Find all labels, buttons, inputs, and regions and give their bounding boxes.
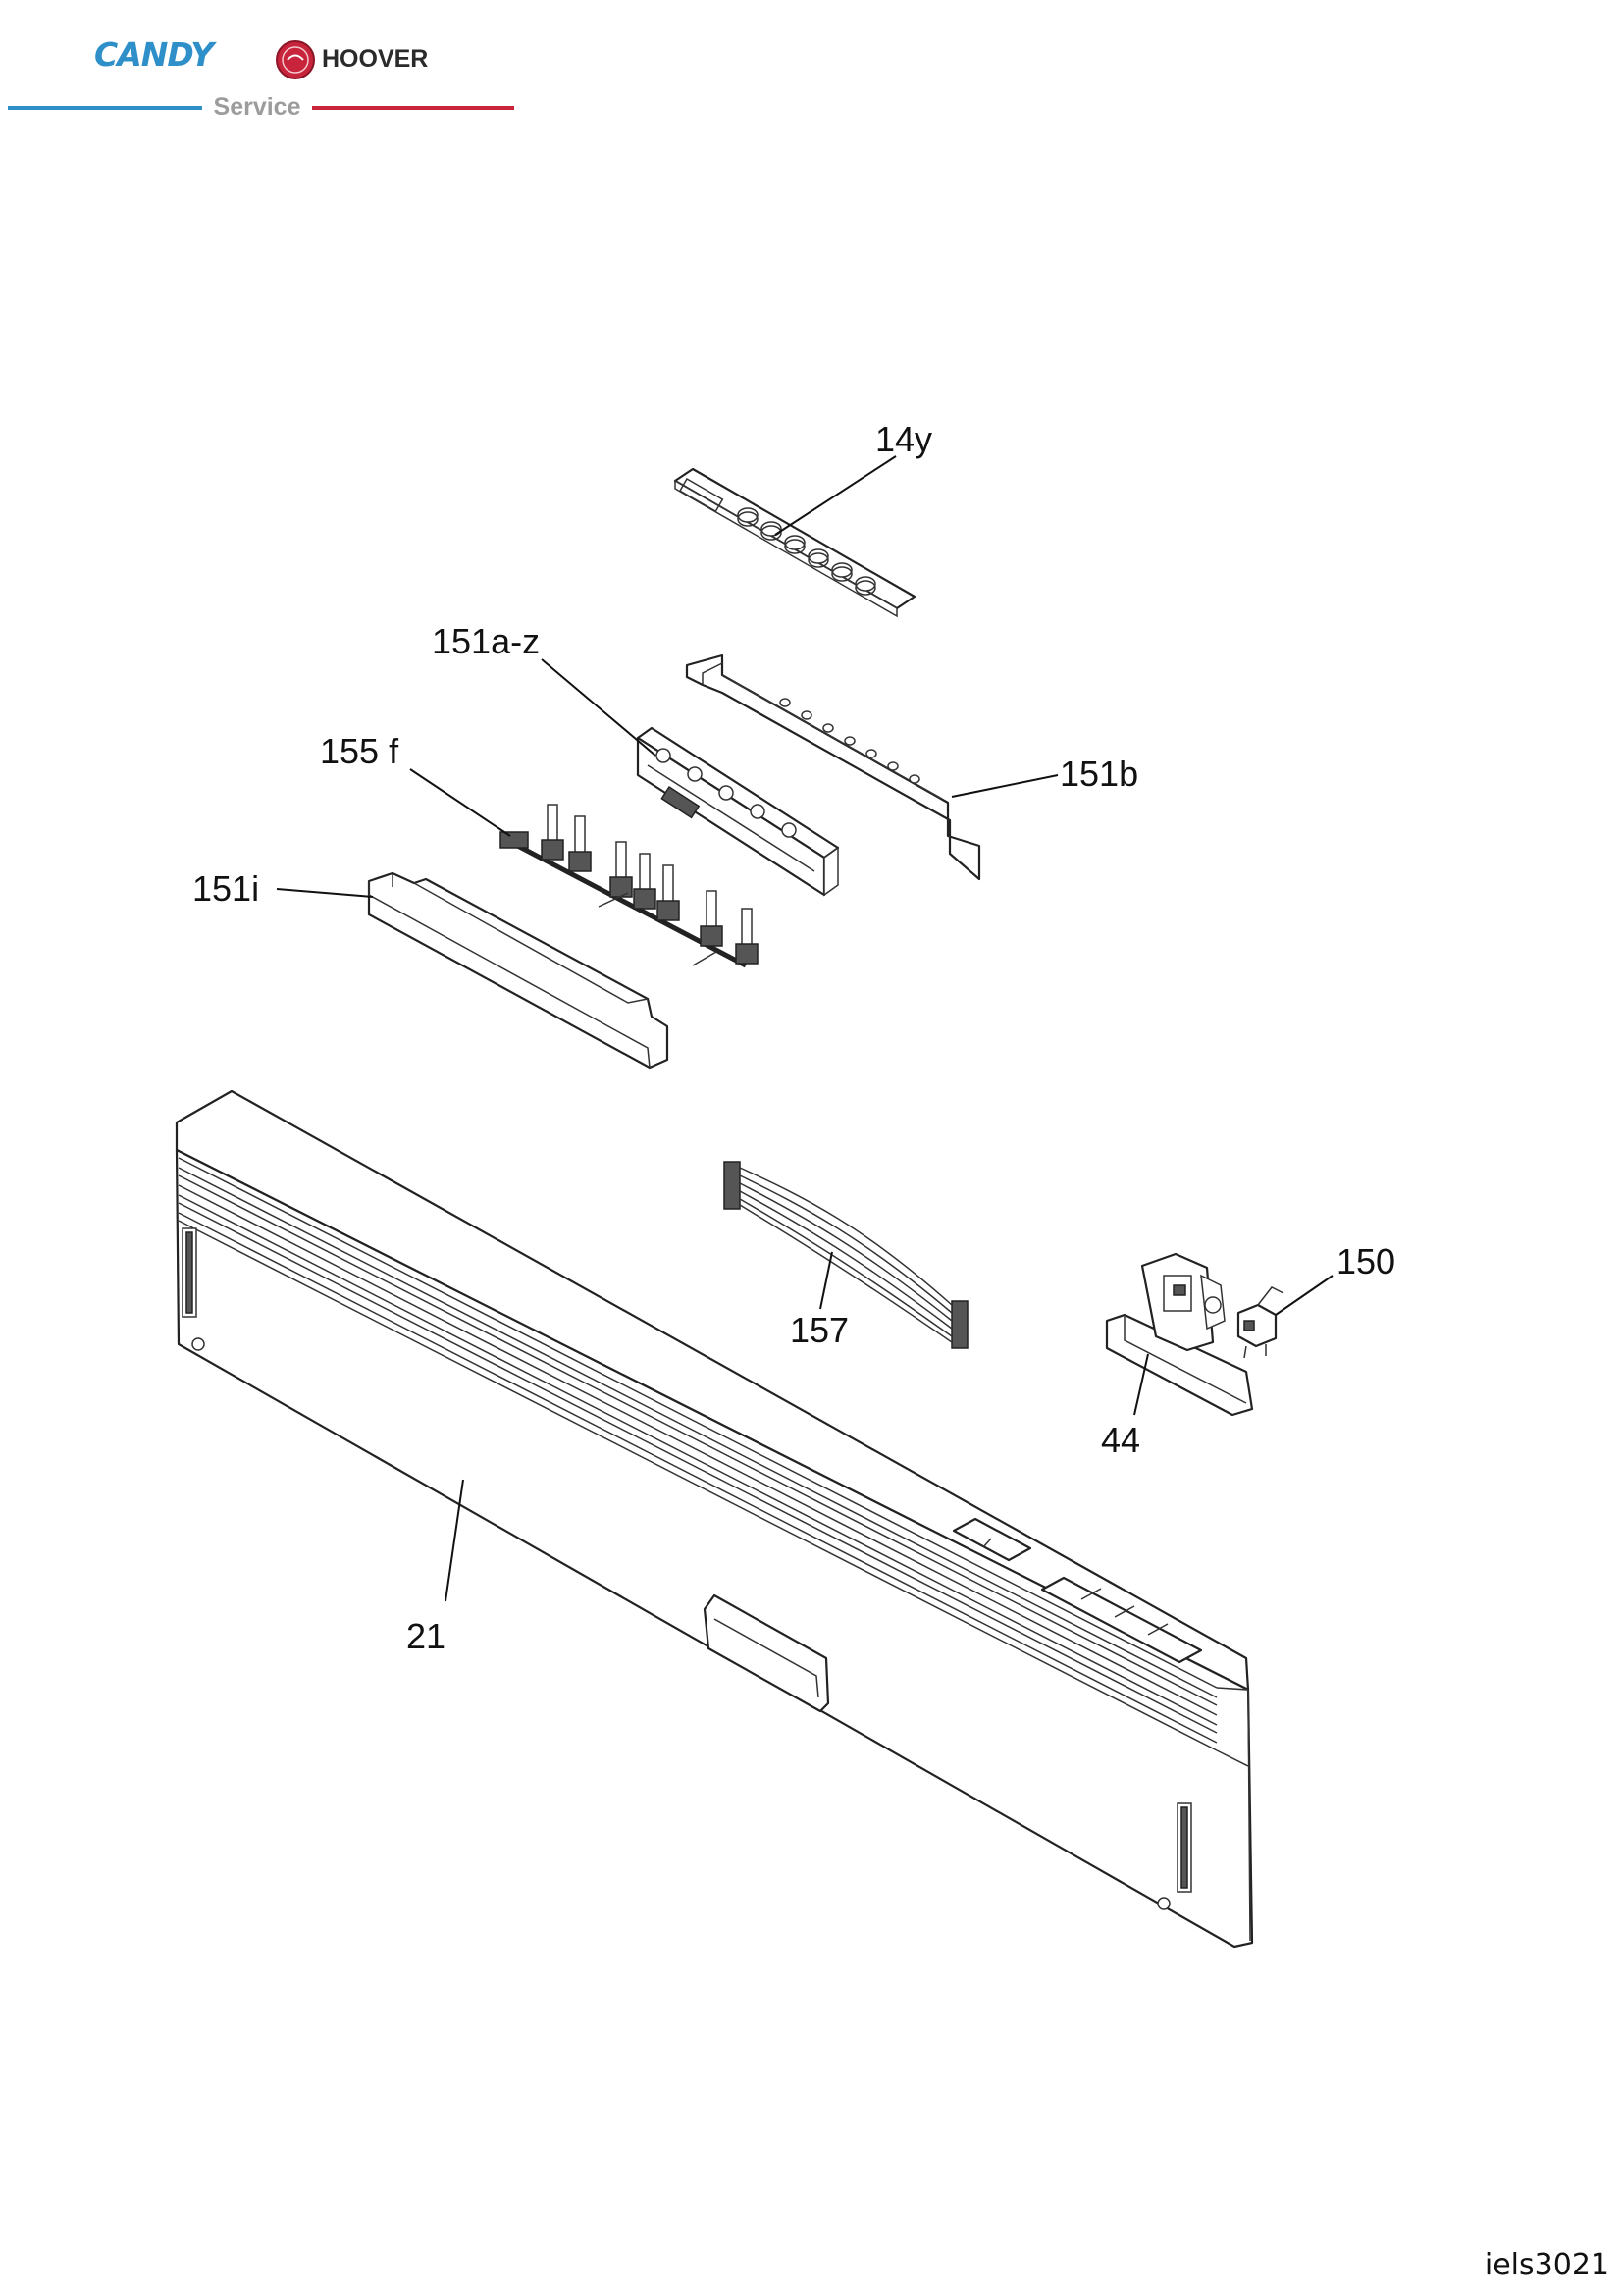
leader-14y xyxy=(774,455,897,536)
part-14y-keypad xyxy=(673,467,916,618)
leader-21 xyxy=(445,1479,464,1602)
leader-44 xyxy=(1133,1353,1149,1416)
document-code: iels3021 xyxy=(1484,2248,1609,2282)
leader-151b xyxy=(951,774,1059,798)
label-44: 44 xyxy=(1101,1420,1140,1460)
label-21: 21 xyxy=(406,1616,445,1656)
leader-150 xyxy=(1275,1275,1334,1316)
leader-151az xyxy=(541,658,656,757)
header-rule-blue xyxy=(8,106,202,110)
label-151i: 151i xyxy=(192,868,259,909)
service-label: Service xyxy=(213,93,301,121)
hoover-logo: HOOVER xyxy=(322,45,429,73)
part-155f-light-pipes xyxy=(499,804,759,968)
label-150: 150 xyxy=(1336,1241,1395,1281)
part-151az-pcb xyxy=(636,726,840,897)
part-44-door-lock xyxy=(1105,1252,1254,1417)
label-155f: 155 f xyxy=(320,731,399,771)
hoover-logo-icon xyxy=(276,40,315,79)
part-150-micro-switch xyxy=(1236,1286,1284,1359)
leader-157 xyxy=(819,1251,833,1310)
part-151i-cover xyxy=(367,871,669,1070)
candy-logo: CANDY xyxy=(94,35,214,74)
label-14y: 14y xyxy=(875,419,932,459)
leader-155f xyxy=(409,768,511,837)
label-151az: 151a-z xyxy=(432,621,540,661)
part-21-control-panel xyxy=(175,1089,1254,1949)
leader-151i xyxy=(276,888,374,898)
brand-header: CANDY HOOVER Service xyxy=(0,0,550,137)
label-157: 157 xyxy=(790,1310,849,1350)
label-151b: 151b xyxy=(1060,754,1138,794)
part-157-ribbon-cable xyxy=(723,1161,969,1349)
header-rule-red xyxy=(312,106,514,110)
part-151b-bracket xyxy=(685,653,981,881)
